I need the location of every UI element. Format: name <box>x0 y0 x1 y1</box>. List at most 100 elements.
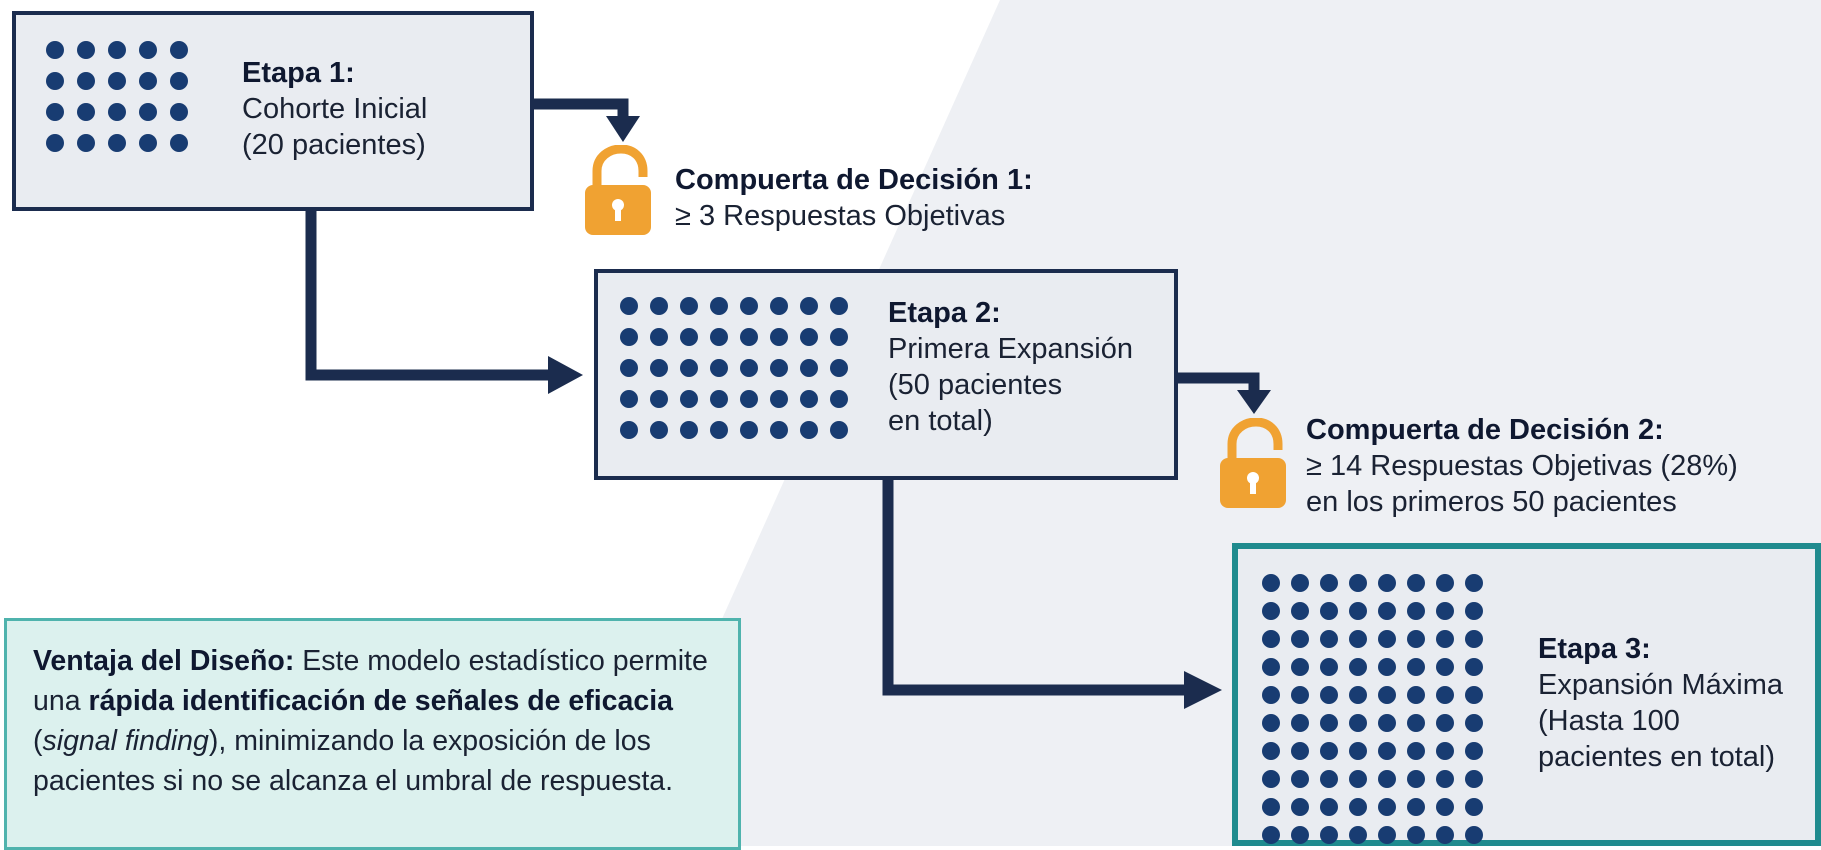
patient-dot <box>620 297 638 315</box>
stage-2-patient-count: (50 pacientes <box>888 369 1063 401</box>
patient-dot <box>1291 574 1309 592</box>
patient-dot <box>1291 770 1309 788</box>
patient-dot <box>830 328 848 346</box>
patient-dot <box>108 41 126 59</box>
patient-dot <box>1349 686 1367 704</box>
patient-dot <box>710 328 728 346</box>
stage-3-patient-count-cont: pacientes en total) <box>1538 741 1775 773</box>
stage-1-patient-count: (20 pacientes) <box>242 129 426 161</box>
patient-dot <box>1262 630 1280 648</box>
patient-dot <box>1262 798 1280 816</box>
connector-stage1-to-stage2 <box>305 211 550 381</box>
patient-dot <box>710 359 728 377</box>
patient-dot <box>800 390 818 408</box>
patient-dot <box>770 359 788 377</box>
patient-dot <box>800 421 818 439</box>
patient-dot <box>620 359 638 377</box>
gate-2-title: Compuerta de Decisión 2: <box>1306 414 1664 446</box>
patient-dot <box>1465 770 1483 788</box>
patient-dot <box>1349 630 1367 648</box>
arrowhead-gate1 <box>606 116 640 142</box>
patient-dot <box>1291 602 1309 620</box>
patient-dot <box>1407 826 1425 844</box>
patient-dot <box>1465 574 1483 592</box>
note-text-3: ), minimizando la exposición de los paci… <box>33 725 674 797</box>
patient-dot <box>1291 826 1309 844</box>
unlocked-padlock-icon <box>585 145 651 235</box>
patient-dot <box>650 328 668 346</box>
patient-dot <box>1262 714 1280 732</box>
patient-dot <box>1407 742 1425 760</box>
note-label: Ventaja del Diseño: <box>33 645 295 677</box>
note-emphasis: rápida identificación de señales de efic… <box>88 685 673 717</box>
patient-dot <box>1320 714 1338 732</box>
patient-dot <box>1262 658 1280 676</box>
connector-stage1-to-gate1 <box>534 98 629 118</box>
patient-dot <box>1320 798 1338 816</box>
patient-dot <box>1378 658 1396 676</box>
patient-dot <box>740 297 758 315</box>
note-text-2: ( <box>33 725 43 757</box>
gate-1-criterion: ≥ 3 Respuestas Objetivas <box>675 200 1006 232</box>
patient-dot <box>1262 574 1280 592</box>
patient-dot <box>1465 798 1483 816</box>
patient-dot <box>680 390 698 408</box>
patient-dot <box>830 359 848 377</box>
patient-dot <box>620 421 638 439</box>
patient-dot <box>620 390 638 408</box>
patient-dot <box>1436 826 1454 844</box>
gate-2-criterion: ≥ 14 Respuestas Objetivas (28%) <box>1306 450 1738 482</box>
patient-dot <box>740 328 758 346</box>
patient-dot <box>650 297 668 315</box>
patient-dot <box>740 359 758 377</box>
gate-2-criterion-cont: en los primeros 50 pacientes <box>1306 486 1677 518</box>
arrowhead-stage2 <box>548 356 583 394</box>
patient-dot <box>1436 798 1454 816</box>
note-italic-term: signal finding <box>42 725 209 757</box>
connector-stage2-to-gate2 <box>1176 372 1260 392</box>
stage-3-box: Etapa 3: Expansión Máxima (Hasta 100 pac… <box>1232 543 1821 846</box>
patient-dot <box>1291 686 1309 704</box>
patient-dot <box>1378 574 1396 592</box>
patient-dot <box>1262 826 1280 844</box>
patient-dot <box>1291 742 1309 760</box>
patient-dot <box>1465 826 1483 844</box>
patient-dot <box>650 359 668 377</box>
patient-dot <box>620 328 638 346</box>
patient-dot <box>710 390 728 408</box>
patient-dot <box>680 297 698 315</box>
patient-dot <box>46 72 64 90</box>
stage-2-box: Etapa 2: Primera Expansión (50 pacientes… <box>594 269 1178 480</box>
patient-dot <box>139 41 157 59</box>
patient-dot <box>1349 798 1367 816</box>
patient-dot <box>1349 742 1367 760</box>
patient-dot <box>139 134 157 152</box>
patient-dot <box>1320 770 1338 788</box>
stage-1-patient-dots <box>46 41 188 152</box>
patient-dot <box>1349 826 1367 844</box>
patient-dot <box>680 328 698 346</box>
patient-dot <box>77 134 95 152</box>
gate-1-title: Compuerta de Decisión 1: <box>675 164 1033 196</box>
arrowhead-stage3 <box>1184 671 1222 709</box>
stage-3-description: Expansión Máxima <box>1538 669 1783 701</box>
patient-dot <box>770 297 788 315</box>
patient-dot <box>770 421 788 439</box>
patient-dot <box>1349 658 1367 676</box>
patient-dot <box>1349 770 1367 788</box>
patient-dot <box>1465 630 1483 648</box>
patient-dot <box>1320 658 1338 676</box>
patient-dot <box>1407 714 1425 732</box>
patient-dot <box>139 72 157 90</box>
patient-dot <box>1378 798 1396 816</box>
patient-dot <box>108 103 126 121</box>
patient-dot <box>1465 742 1483 760</box>
patient-dot <box>1262 602 1280 620</box>
patient-dot <box>77 41 95 59</box>
patient-dot <box>1320 742 1338 760</box>
patient-dot <box>1320 574 1338 592</box>
patient-dot <box>1407 770 1425 788</box>
patient-dot <box>1436 714 1454 732</box>
patient-dot <box>1407 658 1425 676</box>
